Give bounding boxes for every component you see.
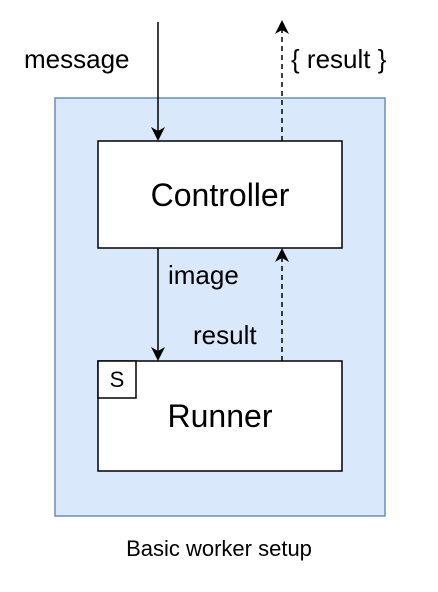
s-badge-label: S — [109, 366, 125, 392]
s-badge-box — [97, 360, 137, 399]
diagram-caption: Basic worker setup — [126, 536, 312, 561]
runner-label: Runner — [167, 398, 273, 434]
controller-label: Controller — [150, 176, 290, 213]
result-output-label: { result } — [291, 44, 387, 74]
result-return-label: result — [193, 320, 257, 350]
image-label: image — [168, 260, 239, 290]
runner-box — [97, 360, 343, 472]
controller-box — [97, 140, 343, 249]
message-label: message — [24, 44, 130, 74]
